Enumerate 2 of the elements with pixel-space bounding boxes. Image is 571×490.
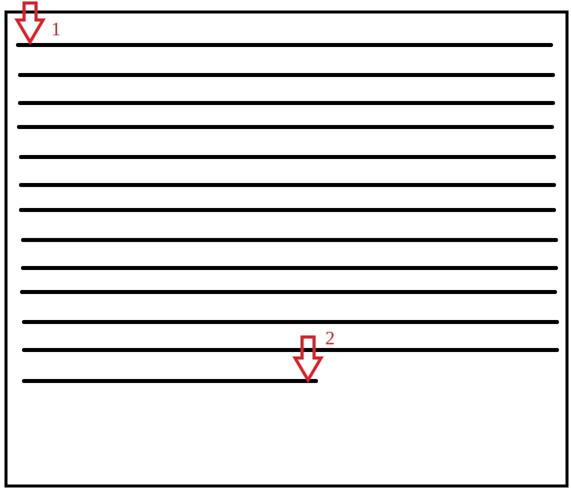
callout-number: 1 xyxy=(52,22,60,36)
callout-number: 2 xyxy=(326,332,334,344)
